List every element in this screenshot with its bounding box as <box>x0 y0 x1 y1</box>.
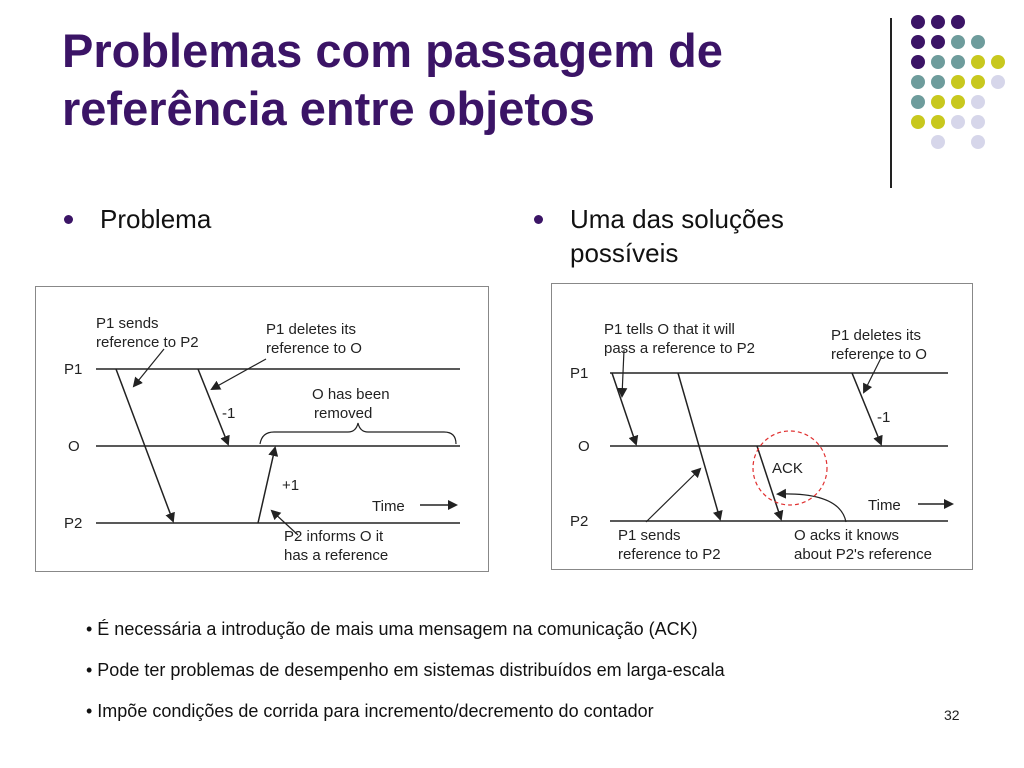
ack-highlight-circle <box>752 430 828 506</box>
text-o-acks-1: O acks it knows <box>794 527 899 544</box>
decorative-dot <box>931 75 945 89</box>
label-p2: P2 <box>570 513 588 530</box>
text-p1-tells-2: pass a reference to P2 <box>604 340 755 357</box>
msg-p1-tells-o <box>611 372 639 446</box>
msg-p1-to-p2 <box>677 372 723 521</box>
msg-p2-inform <box>257 446 279 524</box>
decorative-dot <box>991 55 1005 69</box>
decorative-dot <box>951 35 965 49</box>
msg-o-ack <box>756 445 784 521</box>
decorative-dot <box>991 75 1005 89</box>
decorative-dot <box>911 55 925 69</box>
label-o: O <box>578 438 590 455</box>
label-p1: P1 <box>64 361 82 378</box>
decorative-dot <box>911 95 925 109</box>
page-number: 32 <box>944 707 960 723</box>
text-p1-tells-1: P1 tells O that it will <box>604 321 735 338</box>
text-minus-one: -1 <box>877 409 890 426</box>
text-p1-deletes-1: P1 deletes its <box>831 327 921 344</box>
text-p1-deletes-2: reference to O <box>266 340 362 357</box>
msg-p1-delete <box>851 372 883 446</box>
text-time: Time <box>868 497 901 514</box>
problem-diagram: P1 O P2 P1 sends reference to P2 P1 dele… <box>35 286 489 572</box>
notes-list: • É necessária a introdução de mais uma … <box>86 609 725 732</box>
decorative-dot <box>971 75 985 89</box>
slide-title: Problemas com passagem de referência ent… <box>62 22 862 138</box>
decorative-dot <box>971 135 985 149</box>
bullet-solution-line-2: possíveis <box>570 238 679 268</box>
label-o: O <box>68 438 80 455</box>
text-p1-deletes-1: P1 deletes its <box>266 321 356 338</box>
pointer-p1-deletes <box>863 355 883 394</box>
decorative-dot <box>971 35 985 49</box>
label-p2: P2 <box>64 515 82 532</box>
text-ack: ACK <box>772 460 803 477</box>
decorative-dot <box>931 115 945 129</box>
decorative-dot <box>931 135 945 149</box>
decorative-dot <box>911 115 925 129</box>
label-p1: P1 <box>570 365 588 382</box>
decorative-dot <box>931 35 945 49</box>
text-time: Time <box>372 498 405 515</box>
note-item: • Impõe condições de corrida para increm… <box>86 701 654 721</box>
note-item: • É necessária a introdução de mais uma … <box>86 619 698 639</box>
bullet-dot-icon <box>534 215 543 224</box>
pointer-o-acks <box>776 488 847 523</box>
decorative-dot <box>911 15 925 29</box>
solution-diagram-svg: P1 O P2 P1 tells O that it will pass a r… <box>570 321 954 563</box>
pointer-p1-deletes <box>210 358 267 390</box>
solution-diagram: P1 O P2 P1 tells O that it will pass a r… <box>551 283 973 570</box>
title-line-2: referência entre objetos <box>62 82 595 135</box>
note-item: • Pode ter problemas de desempenho em si… <box>86 660 725 680</box>
decorative-dot <box>951 15 965 29</box>
decorative-dot-grid <box>911 15 1005 149</box>
text-minus-one: -1 <box>222 405 235 422</box>
decorative-divider <box>890 18 892 188</box>
decorative-dot <box>931 95 945 109</box>
text-p1-sends-2: reference to P2 <box>618 546 721 563</box>
decorative-dot <box>971 115 985 129</box>
decorative-dot <box>931 55 945 69</box>
decorative-dot <box>951 55 965 69</box>
text-p1-deletes-2: reference to O <box>831 346 927 363</box>
decorative-dot <box>931 15 945 29</box>
text-plus-one: +1 <box>282 477 299 494</box>
bullet-problem-label: Problema <box>100 204 212 234</box>
msg-p1-delete <box>197 368 230 446</box>
msg-p1-to-p2 <box>115 368 175 523</box>
text-o-removed-1: O has been <box>312 386 390 403</box>
decorative-dot <box>971 95 985 109</box>
text-p1-sends-2: reference to P2 <box>96 334 199 351</box>
text-p1-sends-1: P1 sends <box>96 315 159 332</box>
text-p1-sends-1: P1 sends <box>618 527 681 544</box>
text-p2-informs-2: has a reference <box>284 547 388 564</box>
bullet-dot-icon <box>64 215 73 224</box>
pointer-p1-sends <box>132 348 165 388</box>
decorative-dot <box>951 95 965 109</box>
bullet-solution-line-1: Uma das soluções <box>570 204 784 234</box>
text-o-acks-2: about P2's reference <box>794 546 932 563</box>
removed-brace <box>259 422 457 445</box>
title-line-1: Problemas com passagem de <box>62 24 723 77</box>
decorative-dot <box>951 75 965 89</box>
pointer-p1-sends <box>645 467 702 523</box>
text-o-removed-2: removed <box>314 405 372 422</box>
decorative-dot <box>951 115 965 129</box>
decorative-dot <box>911 75 925 89</box>
decorative-dot <box>911 35 925 49</box>
pointer-p2-informs <box>270 509 299 536</box>
text-p2-informs-1: P2 informs O it <box>284 528 384 545</box>
pointer-p1-tells <box>617 349 628 398</box>
problem-diagram-svg: P1 O P2 P1 sends reference to P2 P1 dele… <box>64 315 460 564</box>
decorative-dot <box>971 55 985 69</box>
